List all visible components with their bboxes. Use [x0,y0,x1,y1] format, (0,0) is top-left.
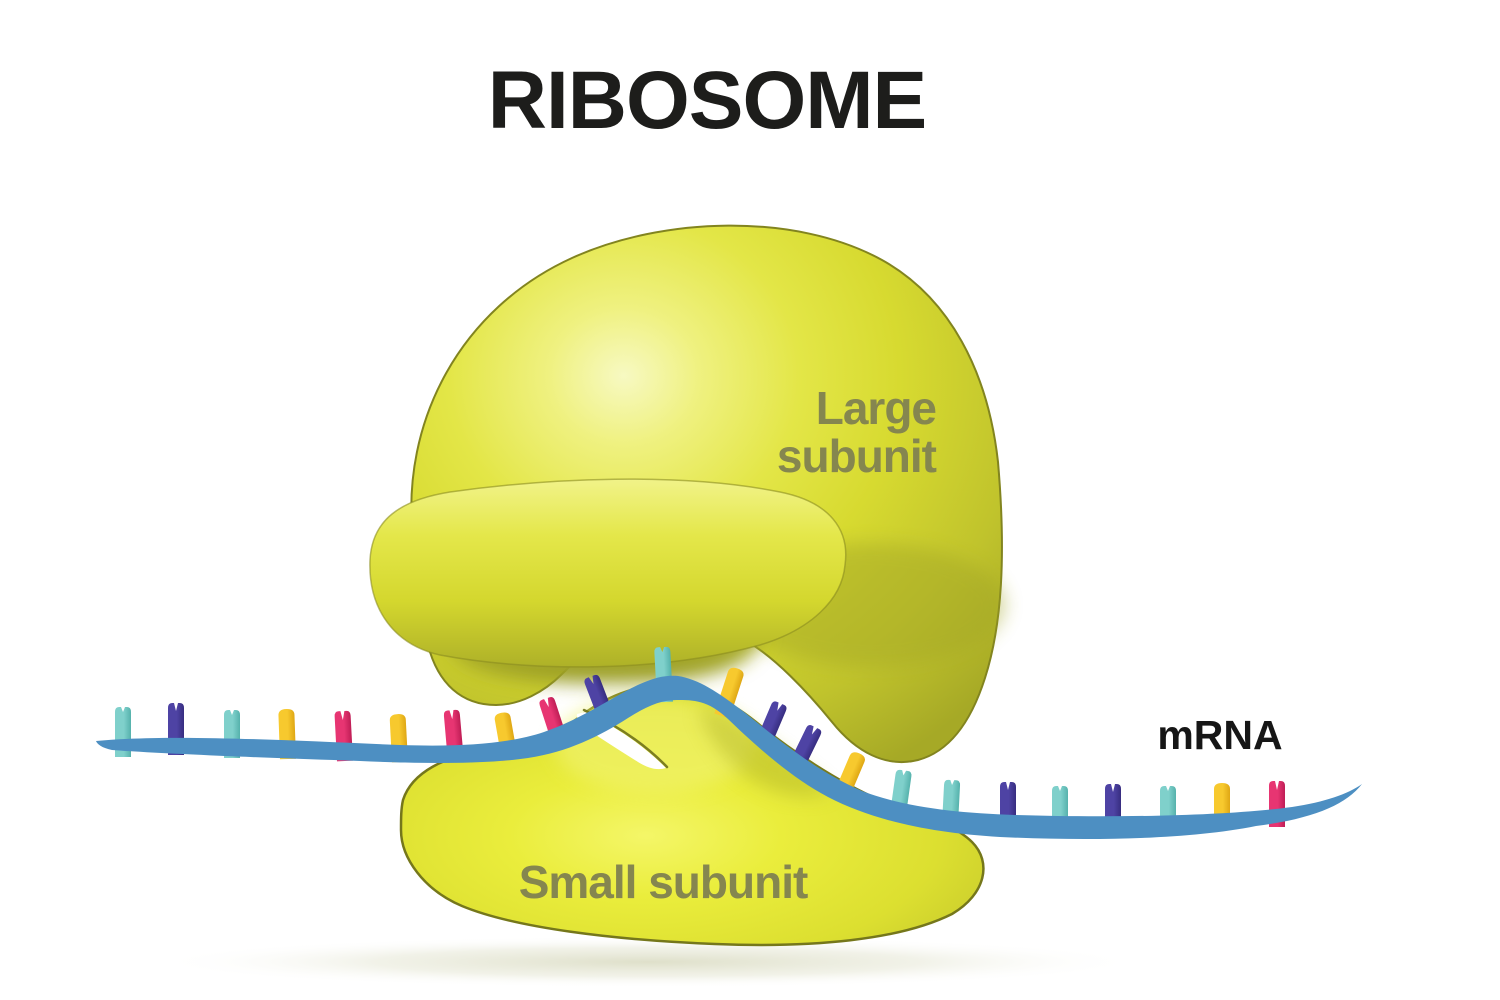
mrna-label: mRNA [1157,712,1282,758]
ground-shadow [153,936,1143,988]
page-title: RIBOSOME [488,55,926,146]
large-subunit-arm [369,478,847,668]
large-subunit-shape [369,224,1005,764]
mrna-strand [96,675,1362,840]
large-subunit-label-line1: Large [816,382,937,434]
small-subunit-label: Small subunit [519,856,808,908]
large-subunit-label-line2: subunit [777,430,937,482]
